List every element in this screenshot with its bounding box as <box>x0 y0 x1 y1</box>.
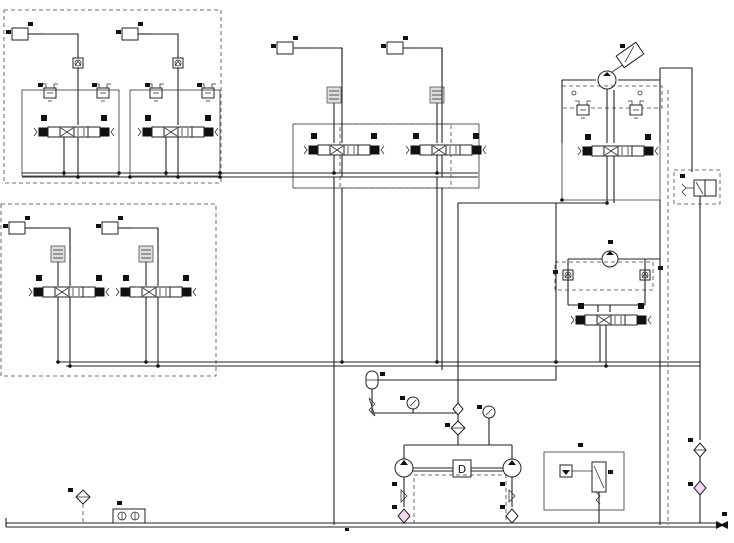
directional-valve-icon <box>570 302 652 326</box>
group-top-middle <box>270 35 487 525</box>
power-unit: D <box>365 366 557 524</box>
pump-icon <box>502 458 522 478</box>
flow-control-icon <box>326 86 342 104</box>
pressure-reducing-unit <box>543 443 625 523</box>
pressure-relief-valve-icon <box>94 83 112 102</box>
pressure-gauge-icon <box>400 396 420 410</box>
motor-icon <box>597 41 645 90</box>
drive-motor-label: D <box>458 463 466 476</box>
pilot-valve <box>673 169 721 523</box>
filter-icon <box>693 442 707 458</box>
cylinder-icon <box>95 215 133 235</box>
directional-valve-icon <box>33 114 115 138</box>
pump-icon <box>394 458 414 478</box>
flow-control-icon <box>138 245 154 263</box>
filter-icon <box>68 488 91 523</box>
directional-valve-icon <box>115 274 197 298</box>
group-bottom-left <box>0 203 217 377</box>
cylinder-icon <box>5 21 43 41</box>
filter-icon <box>445 420 466 436</box>
group-right <box>457 41 693 525</box>
cylinder-icon <box>2 215 40 235</box>
cylinder-icon <box>270 35 308 55</box>
cylinder-icon <box>115 21 153 41</box>
pressure-relief-valve-icon <box>41 83 59 102</box>
motor-icon <box>601 240 619 268</box>
check-valve-icon <box>72 57 84 69</box>
directional-valve-icon <box>303 132 385 156</box>
pressure-relief-valve-icon <box>147 83 165 102</box>
flow-control-icon <box>50 245 66 263</box>
group-top-left <box>3 9 222 184</box>
directional-valve-icon <box>405 132 487 156</box>
pressure-relief-valve-icon <box>199 83 217 102</box>
directional-valve-icon <box>577 133 659 157</box>
pressure-gauge-icon <box>477 405 496 419</box>
cooler-icon <box>112 501 146 524</box>
check-valve-icon <box>172 57 184 69</box>
pressure-relief-valve-icon <box>627 100 645 119</box>
pressure-relief-valve-icon <box>574 100 592 119</box>
drive-motor-box <box>452 459 472 478</box>
tank-icon <box>716 512 728 529</box>
directional-valve-icon <box>28 274 110 298</box>
cylinder-icon <box>380 35 418 55</box>
